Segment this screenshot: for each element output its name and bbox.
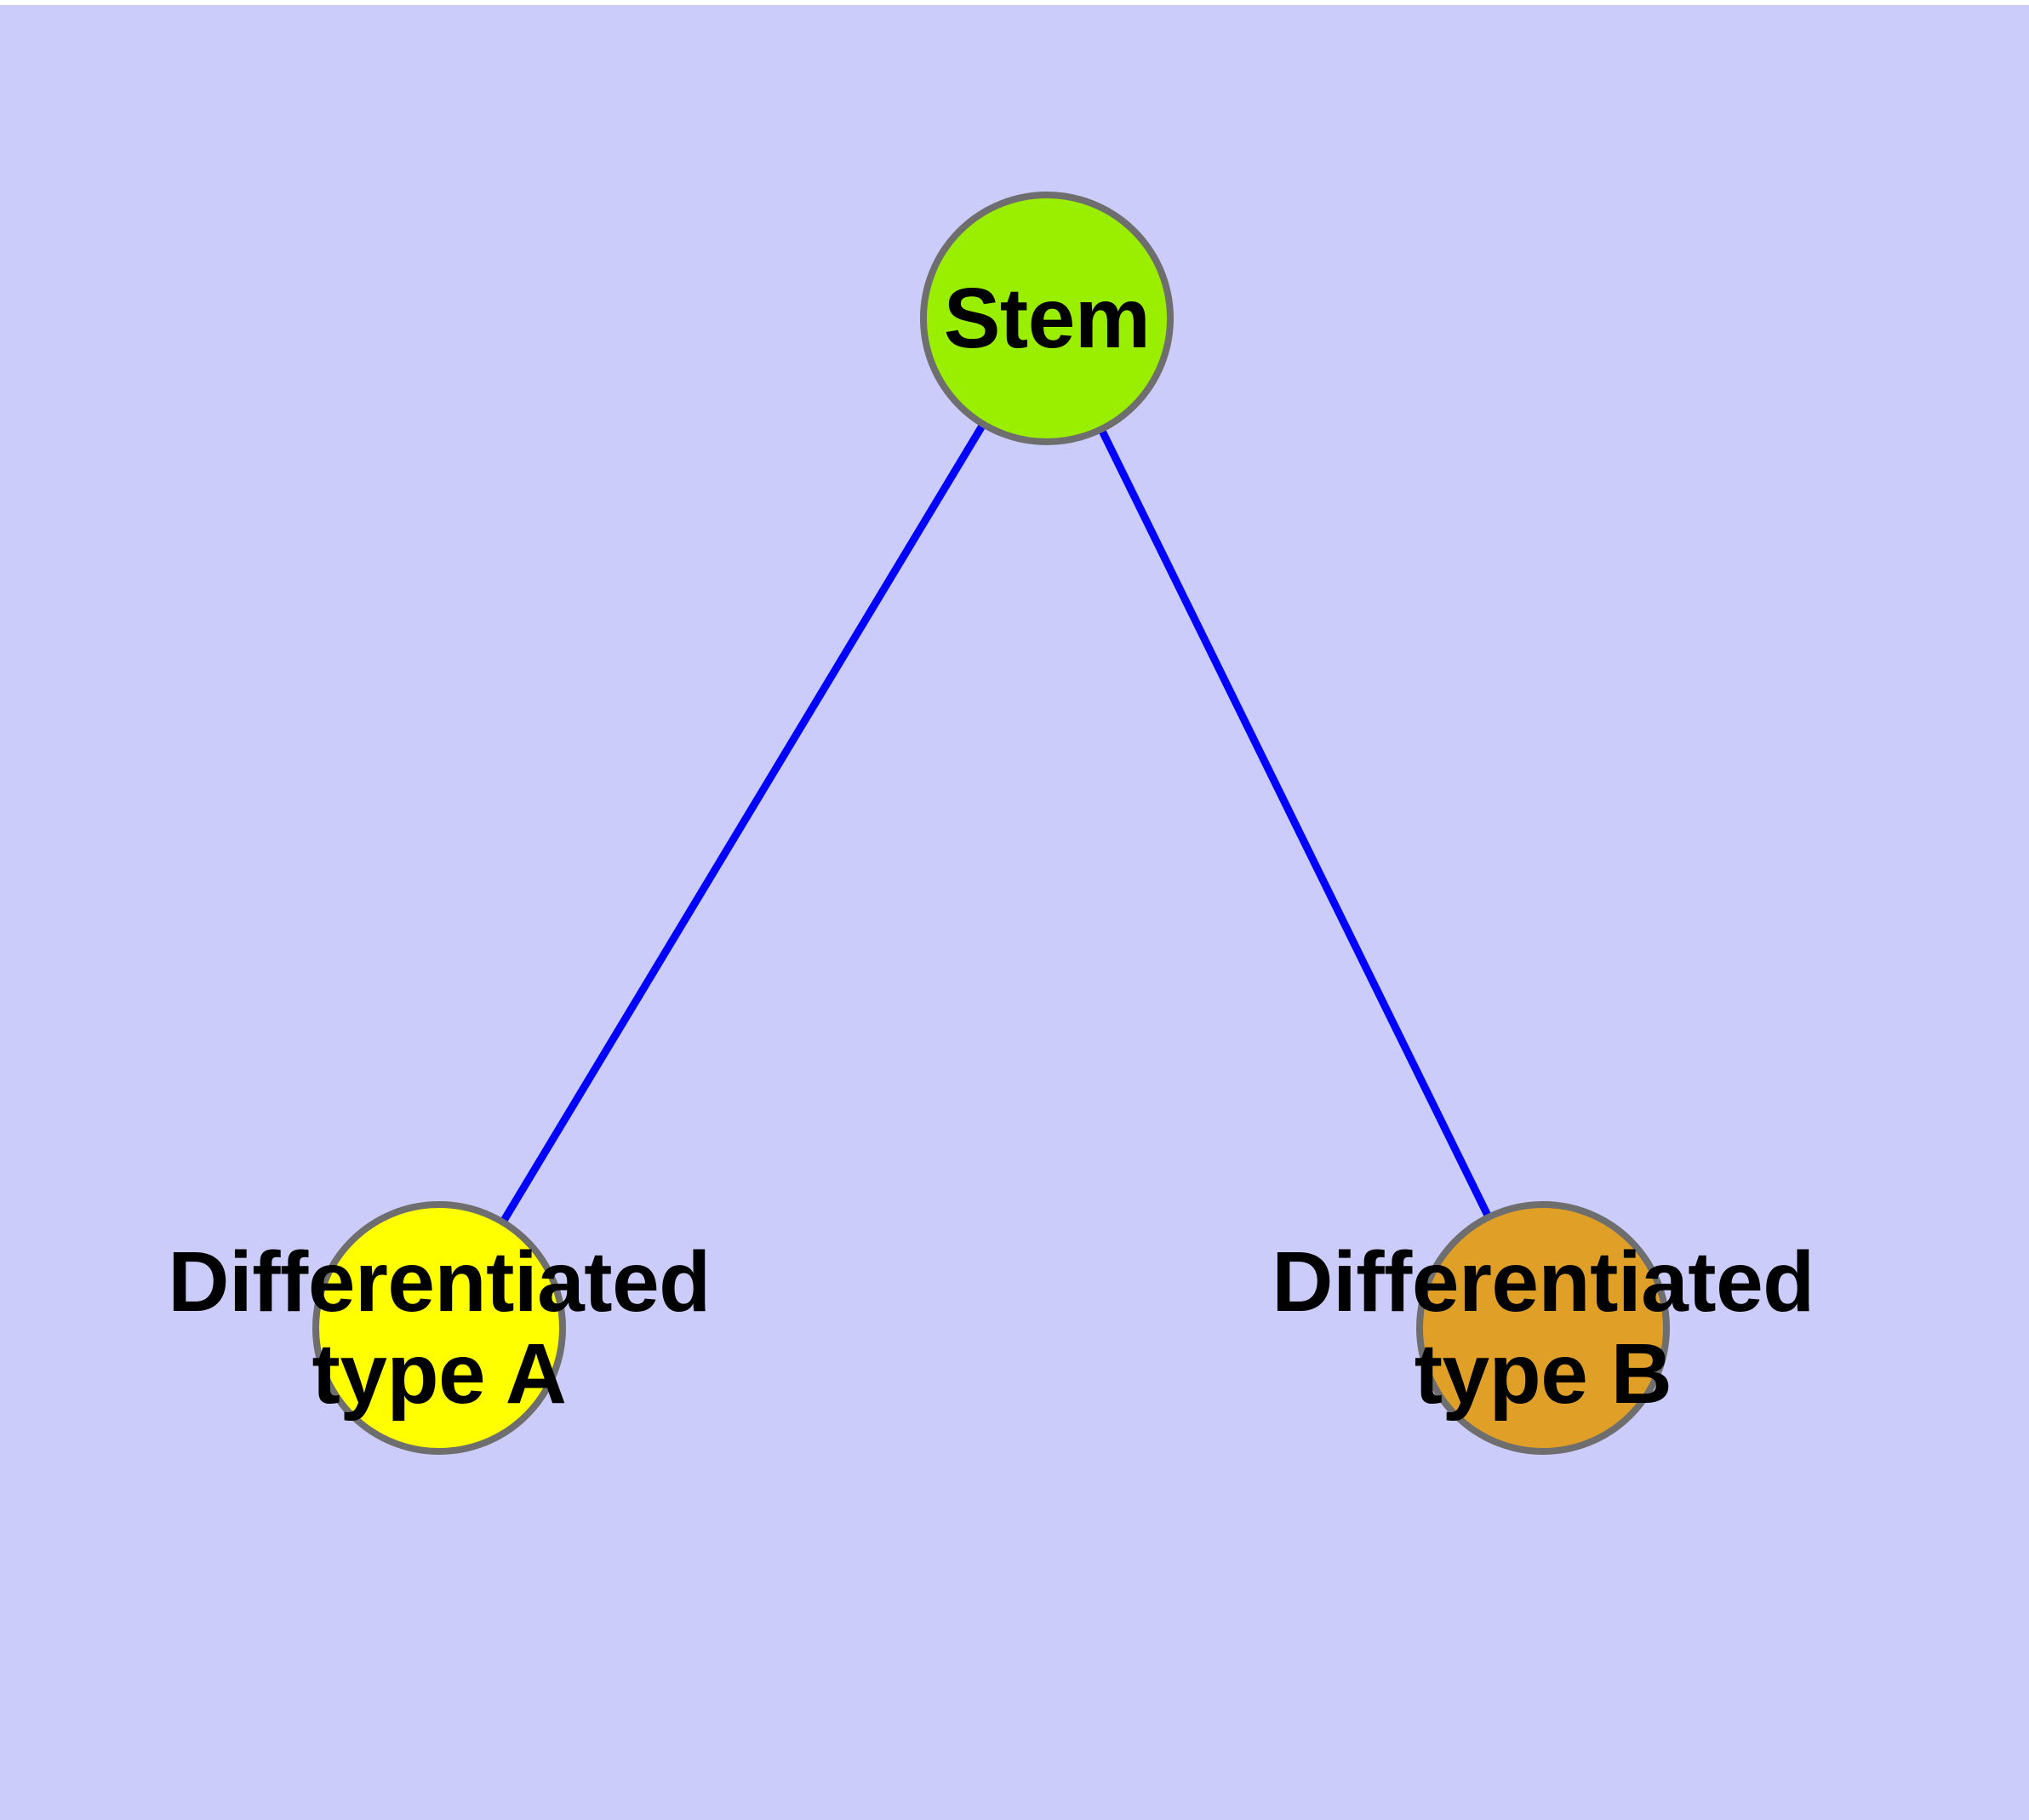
edge-stem-to-diff-a [436, 316, 1050, 1331]
node-circle-diff-a[interactable] [312, 1201, 566, 1455]
edge-stem-to-diff-b [1043, 317, 1547, 1330]
node-layer [312, 192, 1670, 1455]
edge-layer [436, 316, 1547, 1331]
node-circle-diff-b[interactable] [1416, 1201, 1670, 1455]
node-circle-stem[interactable] [920, 192, 1174, 445]
